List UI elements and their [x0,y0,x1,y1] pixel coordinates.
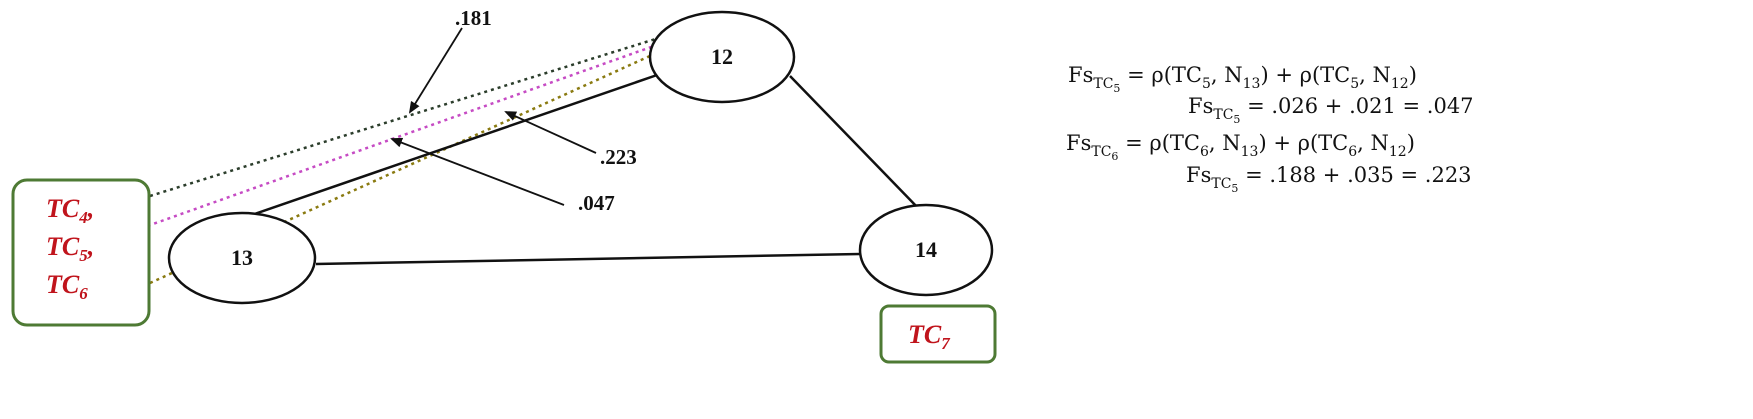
tc6-connector-line [149,43,675,285]
edge-13-14 [315,252,861,266]
value-label-223: .223 [600,145,637,169]
node-12: 12 [648,10,796,104]
equation-line-3: FsTC6 = ρ(TC6, N13) + ρ(TC6, N12) [1066,131,1415,163]
tc5-connector-line [107,39,669,242]
value-label-181: .181 [455,6,492,30]
tc6-label: TC6 [46,270,88,303]
value-label-047: .047 [578,191,615,215]
node-13: 13 [167,211,317,305]
node-13-label: 13 [231,245,253,270]
right-test-case-box [879,304,997,364]
equation-line-1: FsTC5 = ρ(TC5, N13) + ρ(TC5, N12) [1068,63,1417,95]
node-14-label: 14 [915,237,937,262]
node-14: 14 [858,203,994,297]
tc4-label: TC4, [46,194,94,227]
arrow-223 [504,111,597,154]
tc7-label: TC7 [908,320,951,353]
equation-line-2: FsTC5 = .026 + .021 = .047 [1188,94,1474,126]
edge-13-12 [242,72,661,220]
equation-line-4: FsTC5 = .188 + .035 = .223 [1186,163,1472,195]
tc5-label: TC5, [46,232,94,265]
tc4-connector-line [149,35,663,198]
arrow-181 [408,27,463,114]
edge-12-14 [789,75,921,211]
arrow-047 [390,137,565,206]
left-test-case-box [11,178,151,327]
node-12-label: 12 [711,44,733,69]
